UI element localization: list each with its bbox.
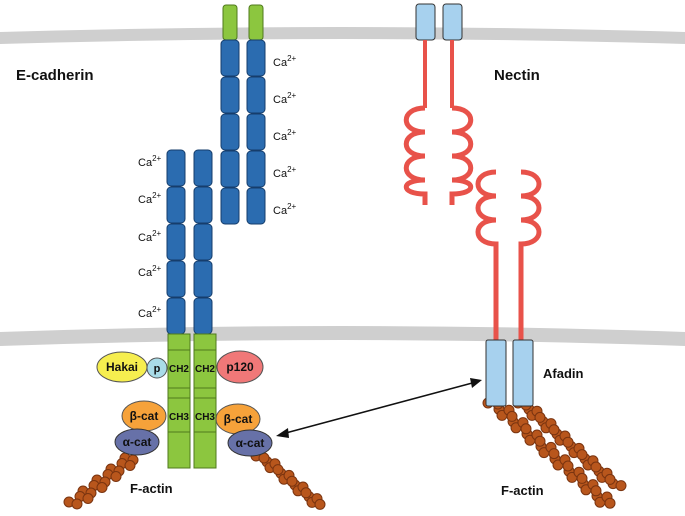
calcium-ion-label: Ca2+ [138,229,162,244]
actin-bead [520,423,532,435]
alpha-cat-right-label: α-cat [236,436,265,450]
nectin-label: Nectin [494,67,540,84]
actin-bead [534,435,546,447]
f-actin-right-filament [250,450,326,510]
cadherin-domain [193,149,213,187]
hakai-label: Hakai [106,360,138,374]
actin-bead [71,498,83,510]
cadherin-domain [220,150,240,188]
ch3-left-label: CH3 [169,412,189,423]
p-label: p [154,363,161,375]
calcium-ion-label: Ca2+ [273,165,297,180]
actin-bead [548,448,560,460]
afadin-label: Afadin [543,366,584,381]
ch3-right-label: CH3 [195,412,215,423]
cadherin-domain [246,39,266,77]
cadherin-domain [246,187,266,225]
calcium-ion-label: Ca2+ [273,54,297,69]
e-cadherin-upper-dimer [220,4,266,225]
beta-cat-left-label: β-cat [130,409,159,423]
calcium-ion-label: Ca2+ [138,264,162,279]
actin-bead [615,480,627,492]
actin-bead [562,460,574,472]
nectin-lower-dimer [475,169,542,407]
cadherin-domain [220,113,240,151]
actin-bead [300,487,312,499]
cadherin-domain [166,260,186,298]
actin-bead [590,461,602,473]
upper-membrane [0,27,685,44]
actin-bead [534,411,546,423]
actin-bead [590,485,602,497]
actin-bead [562,436,574,448]
calcium-ion-label: Ca2+ [273,128,297,143]
alpha-catenin-left [114,428,160,456]
cadherin-domain [246,76,266,114]
f-actin-left-label: F-actin [130,481,173,496]
beta-cat-right-label: β-cat [224,412,253,426]
nectin-upper-dimer [403,3,474,205]
actin-bead [604,473,616,485]
calcium-ion-label: Ca2+ [273,202,297,217]
cadherin-domain [220,76,240,114]
actin-bead [110,471,122,482]
calcium-ion-label: Ca2+ [138,191,162,206]
f-actin-left-filament [63,452,139,510]
actin-bead [314,498,326,510]
interaction-arrow [276,378,482,438]
e-cadherin-label: E-cadherin [16,67,94,84]
actin-bead [82,493,94,504]
phospho-marker [146,357,168,379]
cadherin-domain [193,297,213,335]
calcium-ion-label: Ca2+ [273,91,297,106]
actin-bead [576,449,588,461]
e-cadherin-lower-dimer [166,149,217,469]
actin-bead [286,475,298,487]
alpha-catenin-right [227,429,273,457]
calcium-ion-label: Ca2+ [138,305,162,320]
cadherin-domain [166,186,186,224]
cadherin-domain [166,297,186,335]
p120-label: p120 [226,360,254,374]
ch2-right-label: CH2 [195,364,215,375]
actin-bead [96,482,108,493]
lower-membrane [0,326,685,346]
actin-bead [272,464,284,476]
p120-protein [216,350,264,384]
cadherin-domain [246,150,266,188]
f-actin-right-label: F-actin [501,483,544,498]
actin-bead [604,497,616,509]
actin-bead [506,410,518,422]
actin-bead [576,472,588,484]
calcium-ion-label: Ca2+ [138,154,162,169]
calcium-labels: Ca2+ Ca2+ Ca2+ Ca2+ Ca2+ Ca2+ Ca2+ Ca2+ Ca2+ Ca2+ [138,54,297,320]
cadherin-domain [193,260,213,298]
cadherin-domain [193,223,213,261]
cadherin-domain [166,223,186,261]
cadherin-domain [246,113,266,151]
actin-bead [124,460,136,471]
cadherin-domain [166,149,186,187]
cadherin-domain [193,186,213,224]
cadherin-domain [220,187,240,225]
alpha-cat-left-label: α-cat [123,435,152,449]
cadherin-domain [220,39,240,77]
actin-bead [548,424,560,436]
ch2-left-label: CH2 [169,364,189,375]
